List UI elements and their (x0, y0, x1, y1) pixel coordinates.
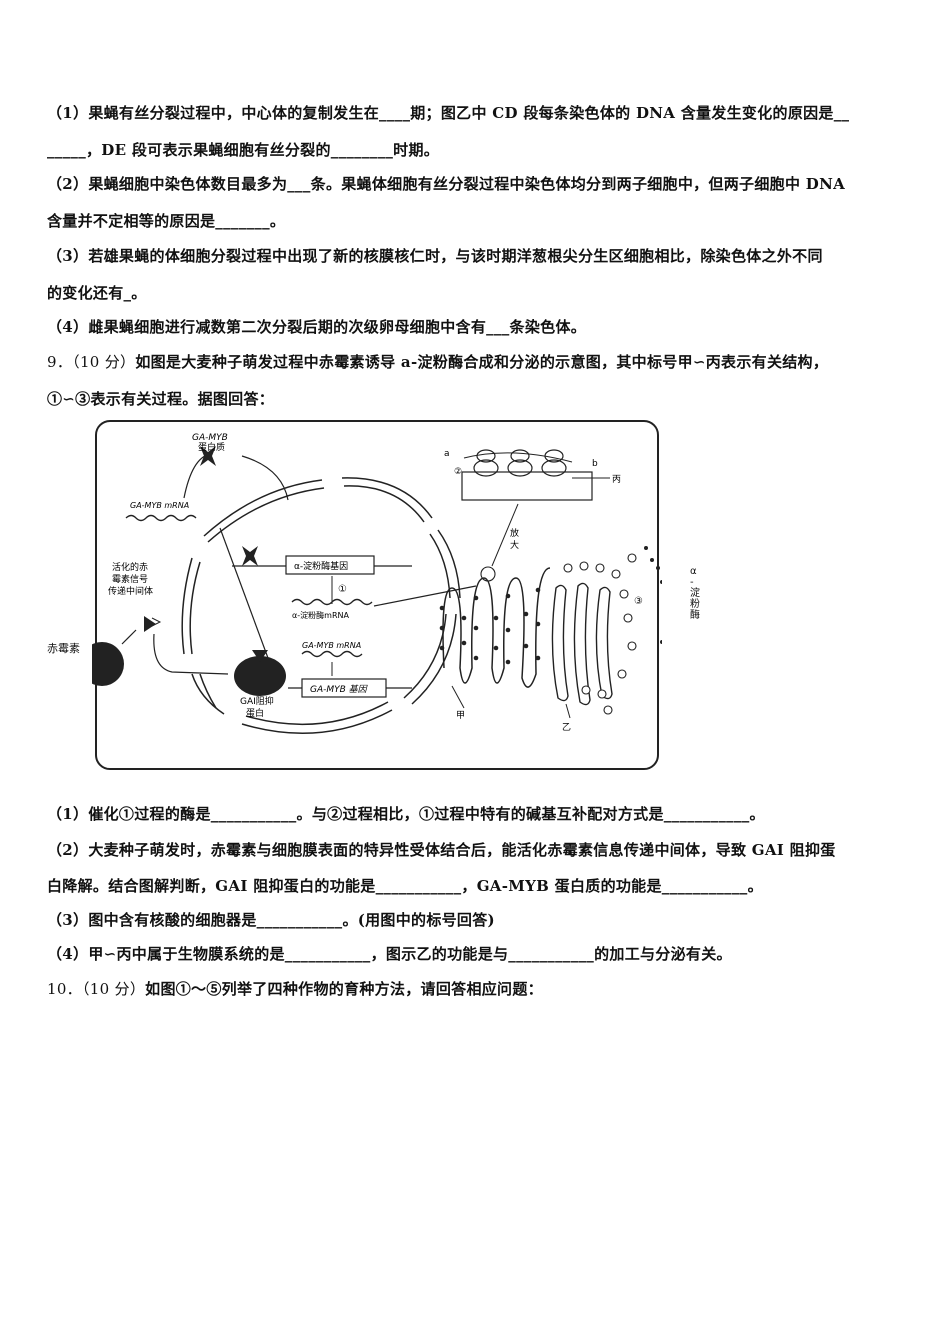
ga-myb-mrna-label: GA-MYB mRNA (130, 501, 189, 510)
step2-label: ② (454, 467, 462, 477)
q10-number: 10．（10 分） (47, 980, 146, 998)
q9-stem-line2: ①∽③表示有关过程。据图回答： (47, 390, 275, 408)
zoom-arrow (491, 503, 519, 567)
q10-stem: 10．（10 分）如图①～⑤列举了四种作物的育种方法，请回答相应问题： (47, 979, 907, 999)
ga-myb-gene-label: GA-MYB 基因 (310, 684, 369, 695)
gibberellin-text: 赤霉素 (47, 642, 80, 655)
step1-label: ① (338, 584, 347, 595)
arrow-translation (183, 453, 211, 499)
amylase-gene-box (285, 555, 375, 575)
label-bing: 丙 (612, 474, 621, 485)
enlarge-label2: 大 (510, 539, 519, 551)
arrow-to-gai (153, 633, 229, 675)
label-b: b (592, 459, 598, 469)
arrow-receptor-to-intermediate (121, 629, 137, 645)
receptor-shape (92, 642, 124, 686)
arrow-mrna-to-er (373, 585, 477, 607)
amylase-char-2: - (690, 577, 694, 588)
amylase-char-5: 酶 (690, 610, 700, 621)
er-membrane-enlarged (461, 471, 593, 501)
jia-pointer (451, 685, 465, 709)
q9-number: 9．（10 分） (47, 353, 136, 371)
q10-stem-text: 如图①～⑤列举了四种作物的育种方法，请回答相应问题： (145, 980, 543, 998)
arrow-protein-to-nucleus (241, 455, 289, 501)
signal-label1: 活化的赤 (112, 561, 148, 573)
q9-part2-line1: （2）大麦种子萌发时，赤霉素与细胞膜表面的特异性受体结合后，能活化赤霉素信息传递… (47, 841, 836, 859)
signal-label3: 传递中间体 (108, 585, 153, 597)
ga-myb-mrna-wave (125, 514, 197, 522)
zoom-circle (480, 566, 496, 582)
q9-part3: （3）图中含有核酸的细胞器是___________。(用图中的标号回答) (47, 911, 495, 929)
amylase-gene-label: α-淀粉酶基因 (294, 560, 348, 572)
amylase-char-4: 粉 (690, 599, 700, 610)
signal-intermediate (144, 616, 156, 632)
bound-ga-myb-protein (242, 546, 258, 566)
ga-myb-gene-box (301, 678, 387, 698)
q8-part3-line2: 的变化还有_。 (47, 284, 147, 302)
cell-boundary (95, 420, 659, 770)
q8-part3-line1: （3）若雄果蝇的体细胞分裂过程中出现了新的核膜核仁时，与该时期洋葱根尖分生区细胞… (47, 247, 823, 265)
q9-part2-line2: 白降解。结合图解判断，GAI 阻抑蛋白的功能是___________，GA-MY… (47, 877, 763, 895)
secretory-vesicles (563, 553, 637, 715)
gai-label2: 蛋白 (246, 707, 264, 719)
ga-myb-protein-label1: GA-MYB (192, 433, 228, 443)
q8-part4: （4）雌果蝇细胞进行减数第二次分裂后期的次级卵母细胞中含有___条染色体。 (47, 318, 587, 336)
label-yi: 乙 (562, 722, 571, 733)
label-jia: 甲 (456, 710, 465, 721)
amylase-mrna-label: α-淀粉酶mRNA (292, 610, 349, 620)
step3-label: ③ (634, 596, 643, 607)
ga-myb-protein-shape (200, 446, 216, 466)
amylase-mrna-wave (291, 598, 373, 606)
golgi-apparatus (551, 582, 613, 706)
gai-label1: GAI阻抑 (240, 695, 274, 707)
alpha-amylase-vertical-label: α - 淀 粉 酶 (690, 566, 702, 621)
q8-part1-line2: _____，DE 段可表示果蝇细胞有丝分裂的________时期。 (47, 141, 440, 159)
gai-repressor-shape (234, 656, 286, 696)
amylase-dots (644, 546, 662, 644)
amylase-char-1: α (690, 566, 697, 577)
q9-part1: （1）催化①过程的酶是___________。与②过程相比，①过程中特有的碱基互… (47, 805, 765, 823)
mrna-enlarged (463, 452, 573, 463)
q9-stem-line1: 9．（10 分）如图是大麦种子萌发过程中赤霉素诱导 a-淀粉酶合成和分泌的示意图… (47, 352, 907, 372)
arrow-gai-to-ga-myb (219, 527, 269, 659)
q8-part2-line1: （2）果蝇细胞中染色体数目最多为___条。果蝇体细胞有丝分裂过程中染色体均分到两… (47, 175, 846, 193)
ga-myb-mrna2-label: GA-MYB mRNA (302, 641, 361, 650)
q9-stem-text: 如图是大麦种子萌发过程中赤霉素诱导 a-淀粉酶合成和分泌的示意图，其中标号甲∽丙… (135, 353, 829, 371)
ga-myb-mrna2-wave (301, 650, 363, 658)
q8-part1-line1: （1）果蝇有丝分裂过程中，中心体的复制发生在____期；图乙中 CD 段每条染色… (47, 104, 850, 122)
nuclear-envelope (181, 477, 461, 735)
gai-marker (252, 650, 268, 662)
q9-part4: （4）甲∽丙中属于生物膜系统的是___________，图示乙的功能是与____… (47, 945, 732, 963)
gibberellin-amylase-diagram: GA-MYB 蛋白质 GA-MYB mRNA 活化的赤 霉素信号 传递中间体 α… (92, 420, 662, 770)
ribosome-dots (439, 587, 541, 665)
rough-er (442, 567, 551, 688)
ga-myb-protein-label2: 蛋白质 (198, 441, 225, 453)
yi-pointer (565, 703, 571, 719)
amylase-char-3: 淀 (690, 588, 700, 599)
label-a: a (444, 449, 450, 459)
enlarge-label1: 放 (510, 527, 519, 539)
q8-part2-line2: 含量并不定相等的原因是_______。 (47, 212, 286, 230)
signal-label2: 霉素信号 (112, 573, 148, 585)
